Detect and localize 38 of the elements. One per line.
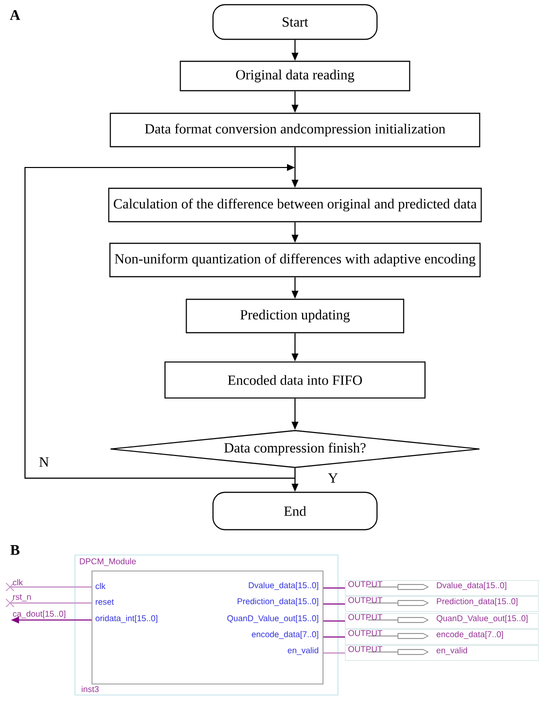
port-name: Prediction_data[15..0] — [238, 598, 318, 606]
process-box: Prediction updating — [186, 298, 404, 334]
terminal-box: End — [212, 492, 378, 530]
port-name: reset — [96, 599, 114, 605]
arrow — [24, 164, 296, 479]
output-pin: OUTPUT Dvalue_data[15..0] — [345, 580, 539, 596]
port-name: Dvalue_data[15..0] — [248, 582, 318, 590]
process-box: Non-uniform quantization of differences with adaptive encoding — [109, 242, 481, 278]
wire — [323, 652, 345, 654]
pin-name: rst_n — [13, 594, 31, 602]
terminal-box: Start — [212, 4, 378, 40]
output-pin: OUTPUT Prediction_data[15..0] — [345, 596, 539, 612]
port-name: oridata_int[15..0] — [96, 615, 158, 623]
module-name: DPCM_Module — [80, 558, 136, 566]
port-name: QuanD_Value_out[15..0] — [227, 615, 318, 623]
panel-label: A — [10, 10, 20, 20]
process-box: Data format conversion andcompression initialization — [110, 112, 480, 148]
output-pin: OUTPUT en_valid — [345, 645, 539, 661]
pin-name: ca_dout[15..0] — [12, 610, 66, 618]
pin-name: clk — [12, 579, 23, 586]
wire — [11, 586, 92, 588]
wire — [323, 603, 345, 605]
wire — [323, 587, 345, 589]
edge-label: N — [38, 456, 50, 468]
wire — [323, 636, 345, 638]
output-pin: OUTPUT QuanD_Value_out[15..0] — [345, 613, 539, 629]
process-box: Calculation of the difference between original and predicted data — [108, 188, 482, 222]
output-pin: OUTPUT encode_data[7..0] — [345, 629, 539, 645]
wire — [11, 602, 92, 604]
wire — [323, 620, 345, 622]
port-name: encode_data[7..0] — [252, 631, 318, 639]
port-name: en_valid — [288, 647, 318, 655]
edge-label: Y — [326, 472, 340, 484]
instance-name: inst3 — [82, 686, 99, 692]
process-box: Original data reading — [180, 60, 410, 92]
port-name: clk — [96, 582, 106, 590]
process-box: Encoded data into FIFO — [164, 361, 426, 399]
panel-label: B — [10, 545, 20, 555]
